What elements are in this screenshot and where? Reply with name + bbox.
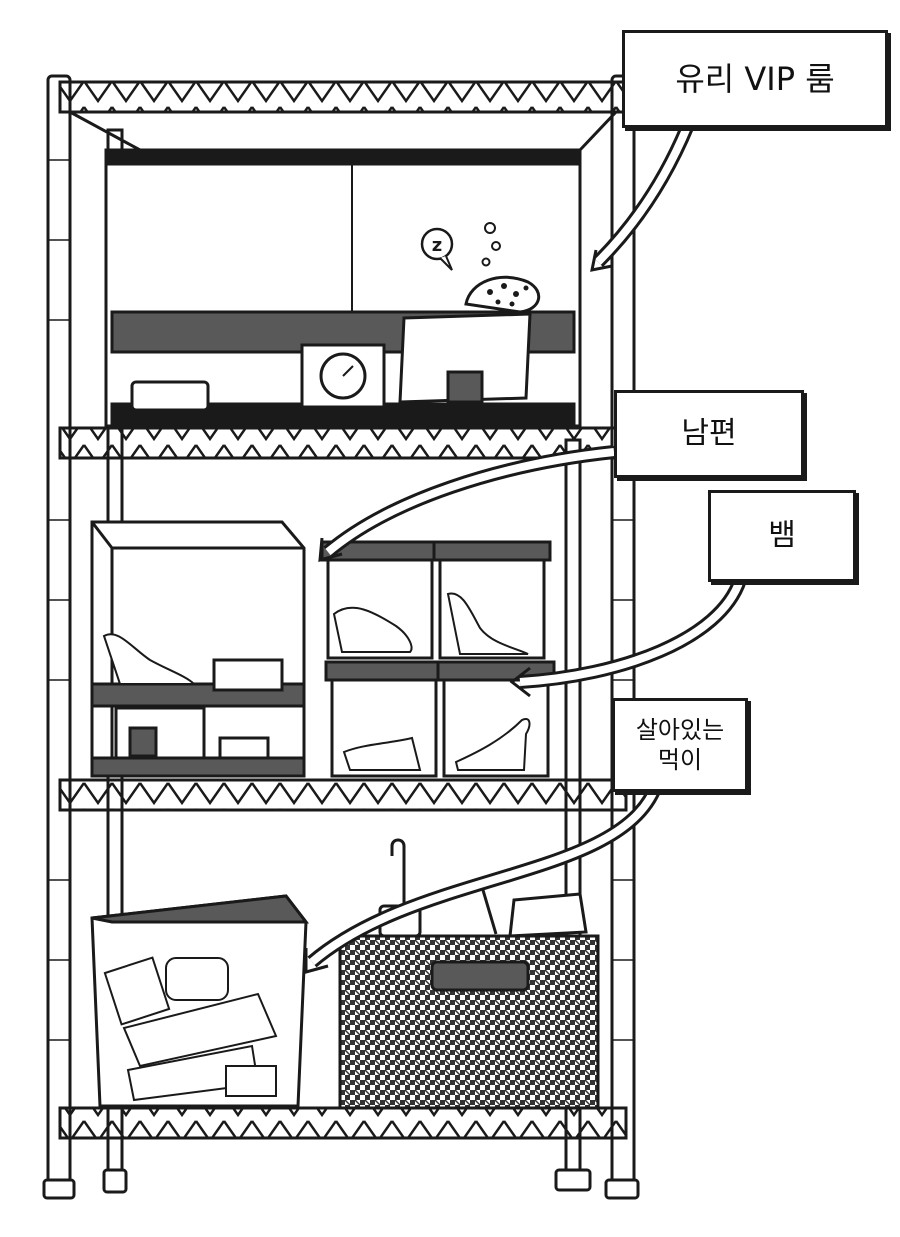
callout-glass-vip-room: 유리 VIP 룸 bbox=[622, 30, 888, 128]
bottom-tier-storage bbox=[90, 838, 600, 1110]
callout-live-food-line1: 살아있는 bbox=[635, 716, 725, 744]
glass-vip-terrarium bbox=[104, 148, 582, 428]
callout-arrows bbox=[304, 117, 747, 974]
sleep-z-text: z bbox=[432, 235, 442, 256]
shelf-boards bbox=[58, 80, 628, 1140]
callout-snake-text: 뱀 bbox=[768, 518, 796, 554]
callout-live-food: 살아있는 먹이 bbox=[612, 698, 748, 792]
callout-glass-vip-room-text: 유리 VIP 룸 bbox=[675, 60, 835, 98]
middle-tier-enclosures bbox=[90, 520, 556, 778]
callout-husband: 남편 bbox=[614, 390, 804, 478]
sleep-bubble-icon: z bbox=[420, 227, 454, 271]
callout-husband-text: 남편 bbox=[681, 416, 737, 452]
callout-live-food-line2: 먹이 bbox=[657, 746, 703, 774]
callout-snake: 뱀 bbox=[708, 490, 856, 582]
